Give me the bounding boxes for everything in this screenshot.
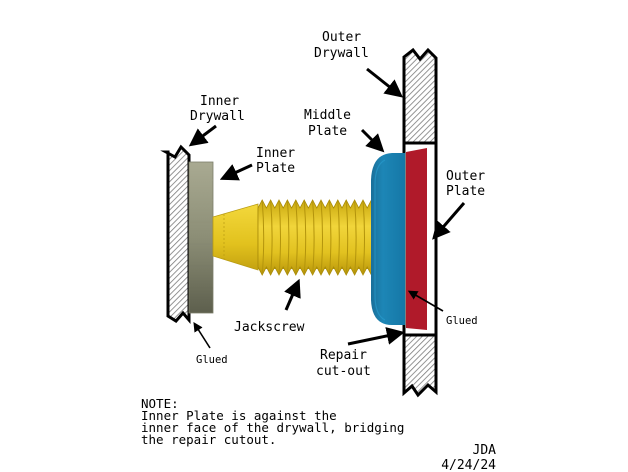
outer-plate [406, 148, 427, 330]
note-heading: NOTE: [141, 396, 179, 411]
arrow-glued-outer [407, 290, 444, 312]
note-block: NOTE: Inner Plate is against the inner f… [141, 396, 404, 447]
jackscrew [212, 199, 381, 276]
thread-crest [354, 199, 357, 276]
arrow-outer-drywall [366, 67, 404, 98]
label-glued-outer: Glued [446, 315, 478, 327]
label-outer-plate-2: Plate [446, 184, 485, 199]
arrow-repair-cutout [347, 327, 405, 346]
note-line-2: inner face of the drywall, bridging [141, 420, 404, 435]
arrow-outer-plate [432, 202, 466, 240]
label-middle-plate-1: Middle [304, 108, 351, 123]
inner-drywall [160, 144, 191, 325]
label-middle-plate-2: Plate [308, 124, 347, 139]
thread-crest [295, 199, 298, 276]
label-outer-drywall-1: Outer [322, 30, 361, 45]
arrow-inner-drywall [188, 124, 217, 147]
label-inner-plate-2: Plate [256, 161, 295, 176]
label-glued-inner: Glued [196, 354, 228, 366]
arrow-inner-plate [219, 163, 253, 181]
label-jackscrew: Jackscrew [234, 320, 305, 335]
thread-crest [345, 199, 349, 276]
label-outer-plate-1: Outer [446, 169, 485, 184]
inner-plate [188, 161, 214, 314]
thread-crest [362, 199, 365, 276]
arrow-glued-inner [193, 321, 211, 349]
label-inner-drywall-1: Inner [200, 94, 239, 109]
signature-block: JDA 4/24/24 [441, 443, 496, 472]
signature-date: 4/24/24 [441, 458, 496, 472]
callout-arrows [188, 67, 466, 349]
thread-crest [337, 199, 340, 276]
thread-profile [257, 199, 381, 276]
label-repair-cutout-1: Repair [320, 348, 367, 363]
arrow-middle-plate [360, 128, 385, 153]
note-line-3: the repair cutout. [141, 432, 276, 447]
thread-crest [312, 199, 315, 276]
label-inner-plate-1: Inner [256, 146, 295, 161]
label-outer-drywall-2: Drywall [314, 46, 369, 61]
thread-crest [328, 199, 332, 276]
signature-author: JDA [473, 443, 497, 458]
thread-crest [286, 199, 290, 276]
screw-threads [257, 199, 381, 276]
label-repair-cutout-2: cut-out [316, 364, 371, 379]
thread-crest [278, 199, 281, 276]
thread-crest [270, 199, 273, 276]
thread-crest [320, 199, 323, 276]
thread-crest [303, 199, 307, 276]
note-line-1: Inner Plate is against the [141, 408, 337, 423]
thread-crest [261, 199, 265, 276]
middle-plate [371, 153, 405, 325]
label-inner-drywall-2: Drywall [190, 109, 245, 124]
arrow-jackscrew [284, 278, 301, 311]
